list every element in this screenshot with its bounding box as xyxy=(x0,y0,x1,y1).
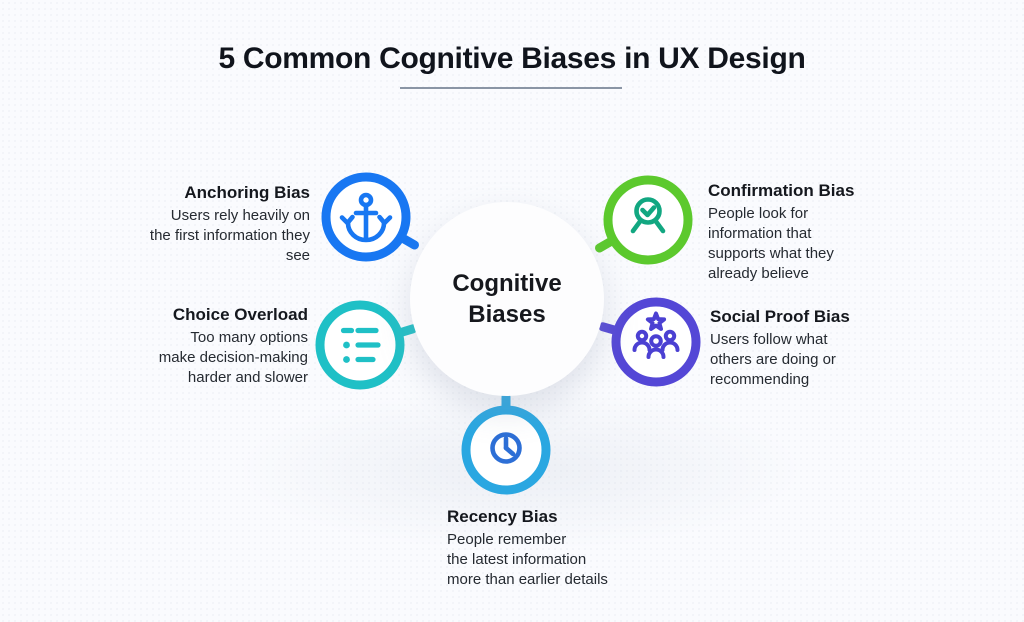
anchoring-bias-item: Anchoring Bias Users rely heavily on the… xyxy=(80,182,310,266)
people-star-icon xyxy=(598,297,701,387)
clock-icon xyxy=(461,392,551,495)
recency-bias-heading: Recency Bias xyxy=(447,507,558,526)
social-proof-bias-description: Users follow what others are doing or re… xyxy=(710,331,836,388)
choice-overload-item: Choice Overload Too many options make de… xyxy=(78,304,308,388)
magnifier-check-icon xyxy=(595,175,693,265)
title-underline xyxy=(400,87,622,89)
recency-bias-description: People remember the latest information m… xyxy=(447,531,608,588)
choice-overload-heading: Choice Overload xyxy=(172,305,308,324)
central-node: Cognitive Biases xyxy=(410,202,604,396)
anchoring-bias-description: Users rely heavily on the first informat… xyxy=(149,207,310,264)
social-proof-bias-heading: Social Proof Bias xyxy=(710,307,850,326)
node-ring xyxy=(603,175,693,265)
confirmation-bias-heading: Confirmation Bias xyxy=(708,181,855,200)
bullet-list-icon xyxy=(315,300,418,390)
confirmation-bias-item: Confirmation Bias People look for inform… xyxy=(708,180,898,284)
recency-bias-item: Recency Bias People remember the latest … xyxy=(447,506,657,590)
anchoring-bias-heading: Anchoring Bias xyxy=(184,183,310,202)
confirmation-bias-description: People look for information that support… xyxy=(708,205,834,282)
node-ring xyxy=(611,297,701,387)
central-node-label: Cognitive Biases xyxy=(452,269,562,328)
choice-overload-description: Too many options make decision-making ha… xyxy=(158,329,308,386)
social-proof-bias-item: Social Proof Bias Users follow what othe… xyxy=(710,306,900,390)
anchor-icon xyxy=(321,172,419,262)
page-title: 5 Common Cognitive Biases in UX Design xyxy=(218,42,806,75)
